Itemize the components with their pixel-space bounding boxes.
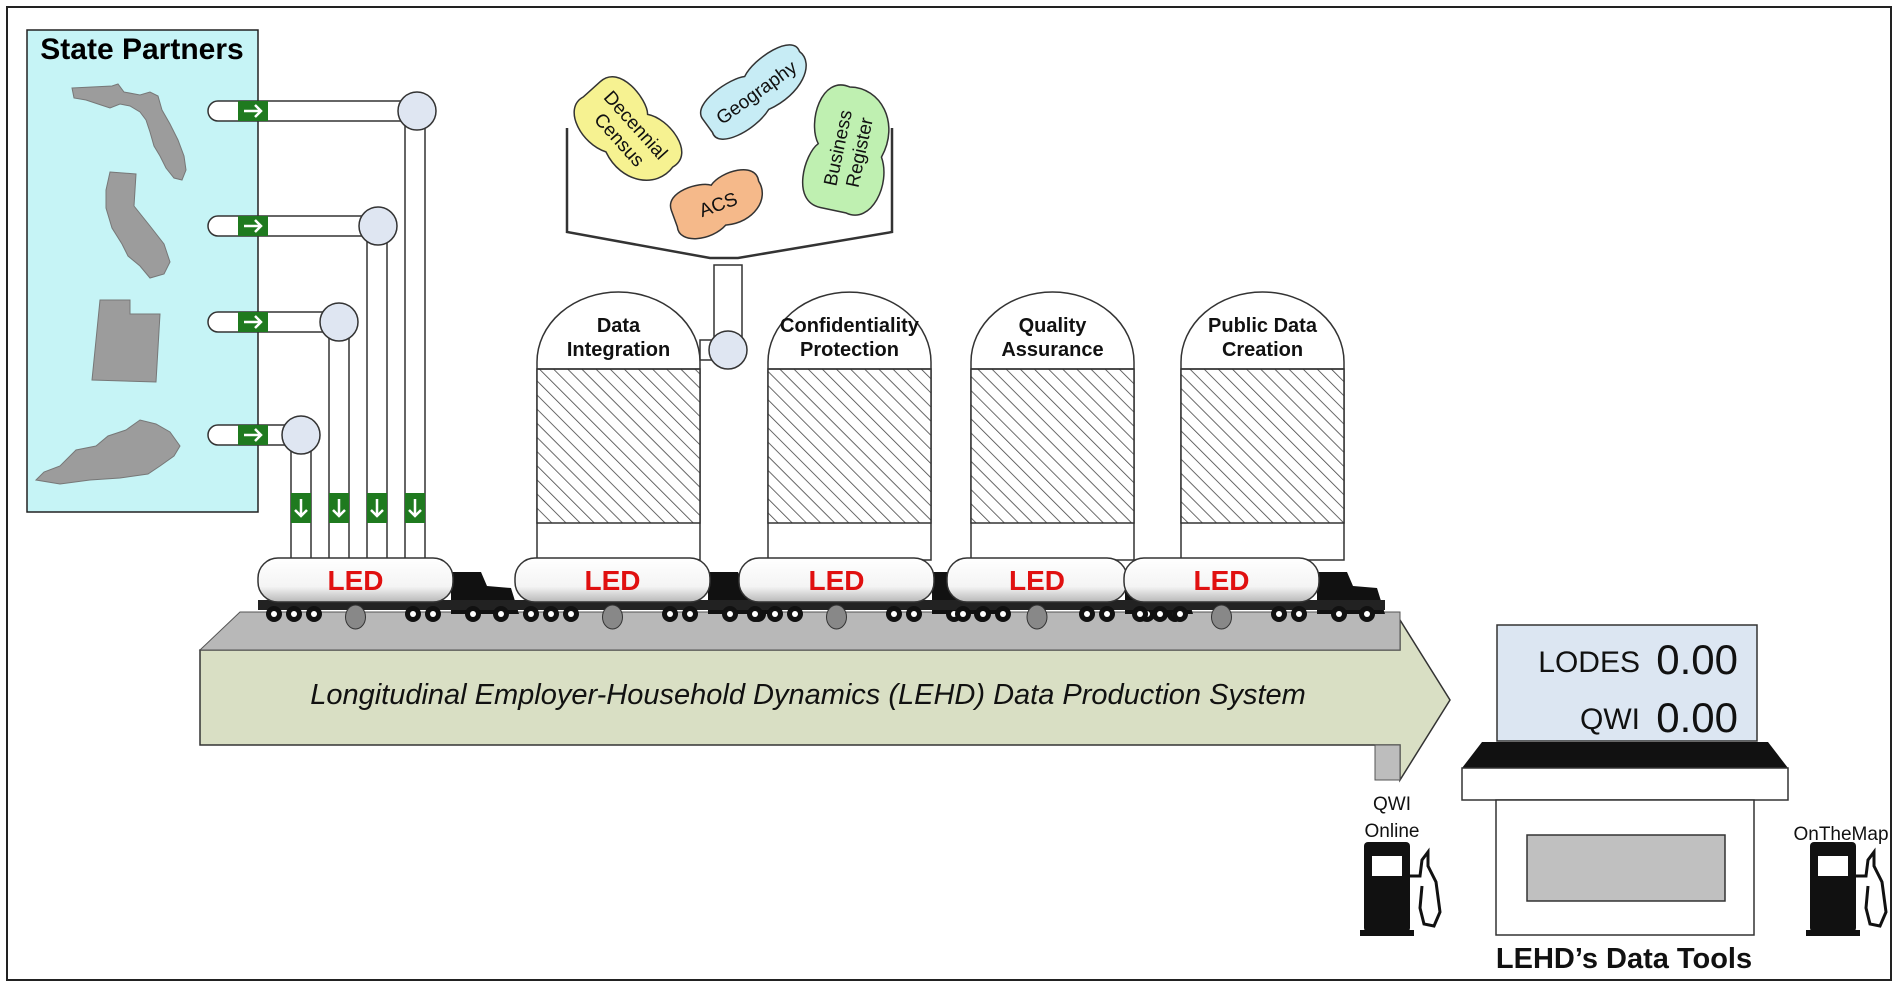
silo-label: Protection [800,339,899,361]
tank-body [738,557,935,603]
flow-arrow-down-icon [329,493,349,523]
price-row-lodes-product: LODES [1538,646,1640,679]
kentucky-outline-icon [34,419,181,485]
pump-label-line: QWI [1373,794,1411,815]
tanker-truck: LED [1123,557,1385,630]
pump-qwi-online[interactable]: QWI Online [1360,794,1442,936]
flow-arrow-right-icon [238,216,268,236]
tank-label: LED [1009,565,1065,596]
diagram-frame [6,6,1892,981]
tank-label: LED [1194,565,1250,596]
input-source-shape [669,169,764,240]
utah-outline-icon [91,299,161,383]
tank-body [257,557,454,603]
input-source-shape [573,76,683,181]
tank-body [514,557,711,603]
price-row-qwi-price: 0.00 [1656,694,1738,741]
pump-onthemap[interactable]: OnTheMap [1793,824,1889,936]
silo-contents [767,368,932,524]
california-outline-icon [105,171,171,279]
tank-label: LED [328,565,384,596]
silo-label: Creation [1222,339,1303,361]
silo-label: Quality [1019,315,1088,337]
tank-body [1123,557,1320,603]
price-board [1496,624,1758,742]
data-tools-label: LEHD’s Data Tools [1496,943,1752,975]
system-arrow-label: Longitudinal Employer-Household Dynamics… [310,679,1306,711]
silo-contents [536,368,701,524]
input-source-shape [699,44,807,140]
silo-label: Assurance [1001,339,1103,361]
tank-label: LED [809,565,865,596]
pipe-valve [319,302,359,342]
flow-arrow-down-icon [405,493,425,523]
pipe-valve [358,206,398,246]
silo-label: Data [597,315,641,337]
flow-arrow-down-icon [367,493,387,523]
hopper-funnel [565,128,894,260]
florida-outline-icon [71,83,187,181]
silo-label: Public Data [1208,315,1318,337]
station-roof [1462,742,1788,768]
state-partners-title: State Partners [40,33,243,66]
input-sources: DecennialCensusGeographyBusinessRegister… [573,44,890,240]
fuel-pump-icon [1806,842,1888,936]
tank-label: LED [585,565,641,596]
flow-arrow-right-icon [238,425,268,445]
tanker-truck: LED [257,557,519,630]
pipe-vertical [328,321,350,562]
system-arrow-side-face [1374,744,1401,781]
silo-label: Integration [567,339,670,361]
input-source: ACS [669,169,764,240]
tanker-trucks: LED LED LED LED LED [257,557,1385,630]
flow-arrow-right-icon [238,101,268,121]
input-source: Geography [699,44,807,140]
system-arrow: Longitudinal Employer-Household Dynamics… [198,611,1451,783]
pipe-valve [281,415,321,455]
station-canopy [1461,767,1789,801]
pipe-horizontal [207,215,379,237]
flow-arrow-right-icon [238,312,268,332]
station-window [1526,834,1726,902]
silo-contents [1180,368,1345,524]
hopper-valve [708,330,748,370]
hopper-spout [713,264,743,338]
pipe-valve [397,91,437,131]
silo-contents [970,368,1135,524]
input-hopper [565,128,894,370]
pump-label-line: Online [1365,821,1420,842]
flow-arrow-down-icon [291,493,311,523]
price-row-lodes-price: 0.00 [1656,636,1738,683]
fuel-pump-icon [1360,842,1442,936]
silo-label: Confidentiality [780,315,920,337]
pump-label-line: OnTheMap [1793,824,1888,845]
data-tools-station: LODES 0.00 QWI 0.00 LEHD’s Data Tools [1461,624,1789,975]
price-row-qwi-product: QWI [1580,703,1640,736]
input-source-shape [801,84,890,216]
